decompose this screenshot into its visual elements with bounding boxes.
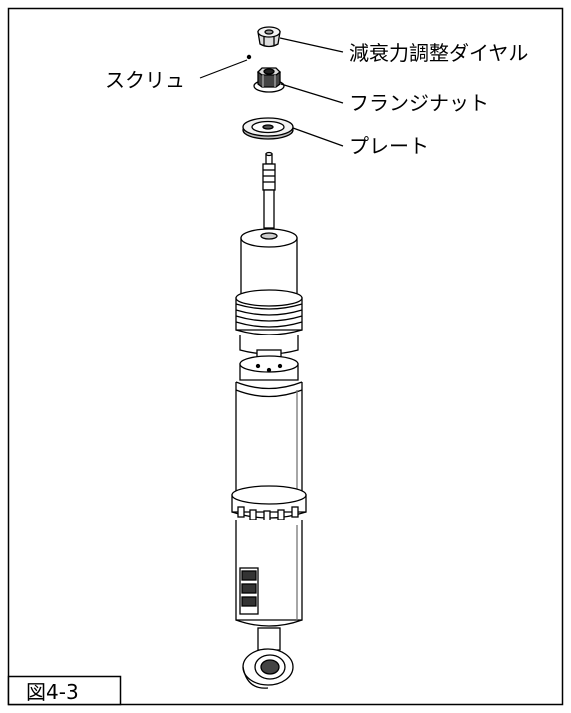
label-flange-nut: フランジナット — [349, 91, 489, 115]
label-screw: スクリュ — [105, 68, 185, 92]
leader-flange-nut — [280, 83, 344, 104]
damping-dial-part — [257, 26, 281, 48]
label-plate: プレート — [349, 134, 429, 158]
flange-nut-part — [253, 67, 285, 93]
shock-absorber-body — [231, 151, 307, 689]
figure-label-box — [7, 675, 122, 706]
page-border — [7, 7, 564, 706]
label-damping-dial: 減衰力調整ダイヤル — [349, 41, 528, 65]
leader-plate — [292, 127, 344, 147]
screw-part — [246, 54, 252, 60]
leader-damping-dial — [279, 37, 344, 53]
figure-number: 図4-3 — [26, 680, 79, 704]
plate-part — [242, 117, 294, 140]
leader-screw — [199, 59, 248, 79]
